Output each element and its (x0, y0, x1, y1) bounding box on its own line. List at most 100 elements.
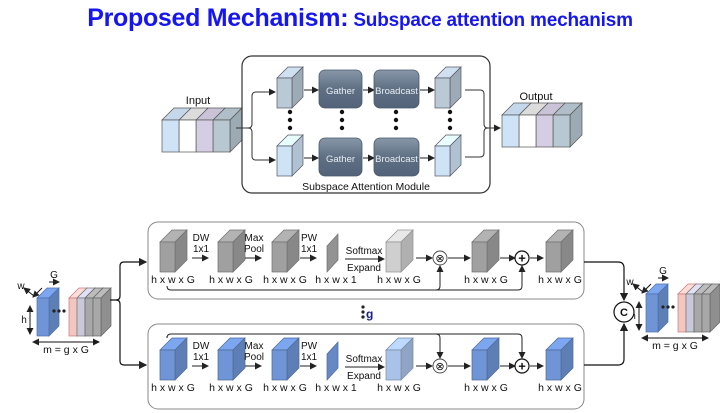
multiply-symbol: ⊗ (435, 253, 444, 265)
ellipsis-dot (447, 109, 453, 115)
slice-front (501, 114, 520, 148)
tensor-slice (552, 102, 583, 148)
broadcast-label: Broadcast (375, 86, 418, 97)
expand-label: Expand (347, 371, 381, 382)
top-diagram: Input Output Subspace Attention Module G… (161, 55, 583, 194)
group-tensor-first (36, 287, 60, 337)
ellipsis-dot (339, 109, 345, 115)
w-label: w (625, 277, 634, 288)
ellipsis-dot (52, 309, 56, 313)
tensor-slice (178, 107, 209, 153)
split-arrow-blue (115, 299, 148, 370)
ellipsis-dot (447, 117, 453, 123)
dim-label-hwG: h x w x G (151, 382, 195, 394)
gather-label: Gather (326, 86, 355, 97)
ellipsis-dot (393, 109, 399, 115)
multiply-symbol: ⊗ (435, 361, 444, 373)
input-tensor (161, 107, 243, 153)
slice-front (535, 114, 554, 148)
merge-arrow-bottom (465, 127, 489, 158)
output-label: Output (519, 91, 552, 103)
dim-label-hwG: h x w x G (151, 274, 195, 286)
dim-label-hwG: h x w x G (377, 382, 421, 394)
broadcast-label: Broadcast (375, 154, 418, 165)
softmax-label: Softmax (346, 246, 383, 257)
skip-to-add (436, 333, 526, 359)
cube-front (76, 297, 86, 337)
op-label-line1: Max (245, 341, 264, 352)
G-label: G (50, 270, 58, 281)
ellipsis-dot (447, 125, 453, 131)
broadcast-box (373, 137, 420, 177)
subspace-tensor-in (276, 66, 304, 109)
ellipsis-dot (661, 305, 665, 309)
gather-label: Gather (326, 154, 355, 165)
feature-cube (217, 337, 246, 381)
expanded-attention-cube (385, 337, 414, 381)
w-label: w (16, 281, 25, 292)
add-symbol: + (518, 251, 526, 266)
cube-front (677, 293, 687, 333)
output-cube (545, 229, 574, 273)
w-arrow-back (32, 287, 43, 298)
top-branch-last: Gather Broadcast (276, 134, 462, 177)
cube-front (693, 293, 703, 333)
dim-label-hwG: h x w x G (209, 274, 253, 286)
op-label-line2: 1x1 (301, 244, 318, 255)
multiply-node (432, 358, 448, 374)
title-main: Proposed Mechanism: (87, 4, 349, 32)
attention-map-slice (326, 233, 339, 273)
skip-to-add (436, 265, 526, 291)
cube-front (68, 297, 78, 337)
output-cube (545, 337, 574, 381)
G-label: G (659, 266, 667, 277)
dim-label-hwG: h x w x G (377, 274, 421, 286)
m-label: m = g x G (43, 344, 89, 356)
ellipsis-dot (57, 309, 61, 313)
cube-front (271, 349, 288, 381)
h-label: h (21, 315, 27, 326)
merge-arrow-gray (584, 261, 629, 302)
ellipsis-dot (393, 125, 399, 131)
gather-block: Gather (318, 137, 363, 177)
module-label: Subspace Attention Module (302, 181, 430, 193)
dim-label-hwG: h x w x G (209, 382, 253, 394)
cube-front (434, 145, 451, 177)
add-symbol: + (518, 359, 526, 374)
expand-label: Expand (347, 263, 381, 274)
cube-front (434, 77, 451, 109)
dim-label-hwG: h x w x G (263, 382, 307, 394)
feature-cube (217, 229, 246, 273)
merge-arrow-blue (584, 322, 629, 366)
group-slice (701, 283, 720, 333)
feature-cube (271, 337, 300, 381)
ellipsis-dot (671, 305, 675, 309)
subspace-tensor-out (434, 66, 462, 109)
dim-label-hwG: h x w x G (538, 274, 582, 286)
op-label-line2: Pool (244, 244, 264, 255)
subspace-tensor-out (434, 134, 462, 177)
cube-front (471, 349, 488, 381)
w-arrow (23, 287, 35, 297)
merge-arrow-top (465, 89, 501, 132)
dim-label-hwG: h x w x G (464, 382, 508, 394)
group-slice (92, 287, 112, 337)
slice-front (552, 114, 571, 148)
cube-front (271, 241, 288, 273)
cube-front (276, 77, 293, 109)
blue-branch-box (147, 323, 585, 410)
cube-front (645, 293, 659, 333)
op-label-line2: 1x1 (301, 352, 318, 363)
op-label-line1: DW (193, 341, 210, 352)
cube-front (217, 349, 234, 381)
